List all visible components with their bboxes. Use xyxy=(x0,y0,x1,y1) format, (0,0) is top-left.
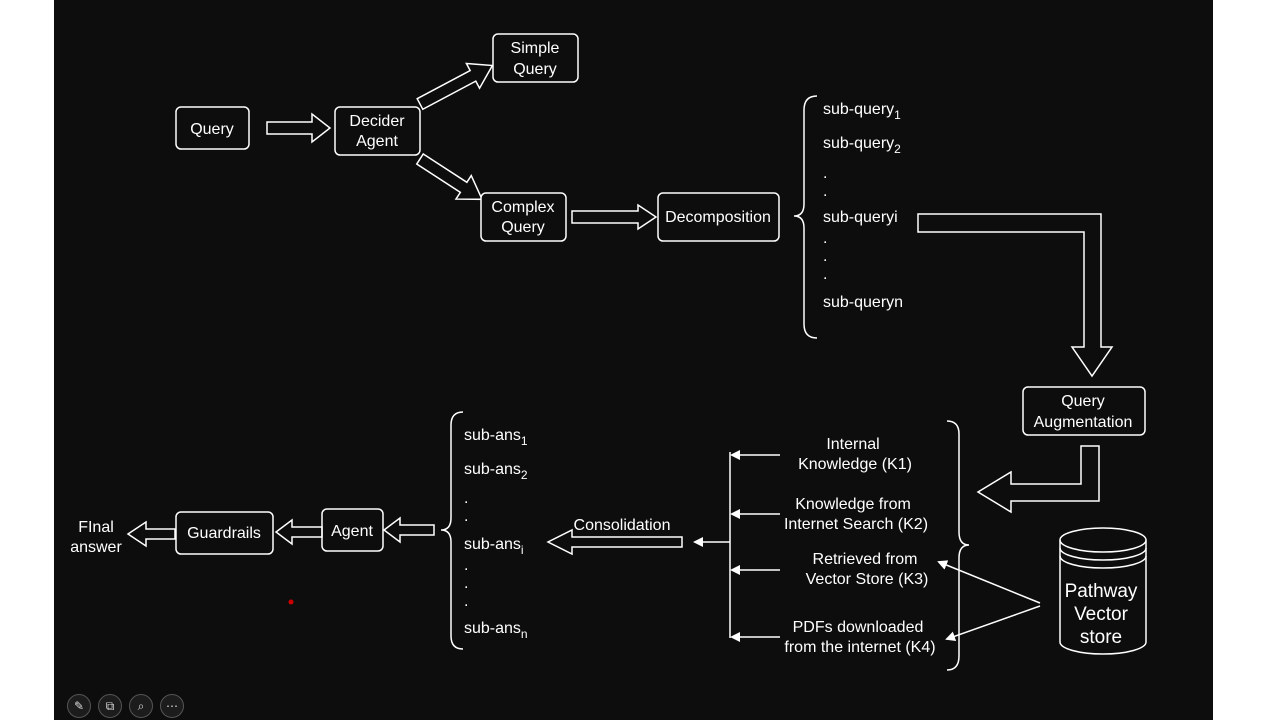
slides-icon[interactable]: ⧉ xyxy=(98,694,122,718)
knowledge-sources: Internal Knowledge (K1) Knowledge from I… xyxy=(784,436,936,656)
svg-text:Guardrails: Guardrails xyxy=(187,525,261,542)
svg-text:Decider: Decider xyxy=(349,113,405,130)
k3-label: Retrieved from xyxy=(813,551,918,568)
svg-text:sub-queryn: sub-queryn xyxy=(823,294,903,311)
svg-text:.: . xyxy=(464,593,468,610)
svg-text:FInal: FInal xyxy=(78,519,114,536)
svg-text:.: . xyxy=(823,183,827,200)
svg-text:Simple: Simple xyxy=(511,40,560,57)
pipeline-diagram: Query Decider Agent Simple Query Complex… xyxy=(70,33,1147,671)
svg-text:.: . xyxy=(464,490,468,507)
more-icon[interactable]: ⋯ xyxy=(160,694,184,718)
query-label: Query xyxy=(190,121,234,138)
svg-text:Query: Query xyxy=(501,219,545,236)
knowledge-brace xyxy=(946,420,970,671)
arrow-subquery-to-augmentation xyxy=(917,213,1114,378)
svg-text:Vector Store (K3): Vector Store (K3) xyxy=(806,571,929,588)
svg-text:.: . xyxy=(823,248,827,265)
svg-text:Query: Query xyxy=(1061,393,1105,410)
k2-label: Knowledge from xyxy=(795,496,911,513)
svg-text:sub-query1: sub-query1 xyxy=(823,101,901,122)
zoom-icon[interactable]: ⌕ xyxy=(129,694,153,718)
svg-text:sub-ansn: sub-ansn xyxy=(464,620,528,641)
agent-node: Agent xyxy=(321,508,384,552)
svg-text:.: . xyxy=(464,575,468,592)
svg-text:.: . xyxy=(823,230,827,247)
arrow-consolidation xyxy=(546,528,683,556)
svg-text:sub-queryi: sub-queryi xyxy=(823,209,898,226)
svg-text:sub-ansi: sub-ansi xyxy=(464,536,524,557)
svg-text:Agent: Agent xyxy=(331,523,373,540)
arrow-store-to-k4 xyxy=(945,605,1041,642)
slide: Query Decider Agent Simple Query Complex… xyxy=(54,0,1213,720)
laser-pointer-cursor xyxy=(288,599,294,605)
decomposition-node: Decomposition xyxy=(657,192,780,242)
decider-agent-node: Decider Agent xyxy=(334,106,421,156)
svg-text:Pathway: Pathway xyxy=(1065,581,1138,602)
svg-text:Query: Query xyxy=(513,61,557,78)
svg-text:from the internet (K4): from the internet (K4) xyxy=(784,639,935,656)
svg-text:store: store xyxy=(1080,627,1122,648)
svg-text:Internet Search (K2): Internet Search (K2) xyxy=(784,516,928,533)
svg-text:.: . xyxy=(464,557,468,574)
svg-text:.: . xyxy=(823,165,827,182)
svg-text:sub-ans2: sub-ans2 xyxy=(464,461,528,482)
svg-text:Augmentation: Augmentation xyxy=(1034,414,1133,431)
pen-icon[interactable]: ✎ xyxy=(67,694,91,718)
query-node: Query xyxy=(175,106,250,150)
subquery-list: sub-query1 sub-query2 . . sub-queryi . .… xyxy=(823,101,903,311)
svg-text:Vector: Vector xyxy=(1074,604,1129,625)
svg-text:answer: answer xyxy=(70,539,122,556)
arrow-decider-to-simple xyxy=(416,62,494,111)
svg-text:.: . xyxy=(823,266,827,283)
guardrails-node: Guardrails xyxy=(175,511,274,555)
arrow-agent-to-guardrails xyxy=(274,518,323,546)
complex-query-node: Complex Query xyxy=(480,192,567,242)
arrow-subans-to-agent xyxy=(382,516,435,544)
svg-text:.: . xyxy=(464,508,468,525)
svg-text:Knowledge (K1): Knowledge (K1) xyxy=(798,456,912,473)
svg-text:Decomposition: Decomposition xyxy=(665,209,771,226)
arrow-augmentation-to-knowledge xyxy=(976,445,1100,514)
svg-text:sub-query2: sub-query2 xyxy=(823,135,901,156)
k4-label: PDFs downloaded xyxy=(793,619,924,636)
subanswer-list: sub-ans1 sub-ans2 . . sub-ansi . . . sub… xyxy=(464,427,528,641)
svg-text:Agent: Agent xyxy=(356,133,398,150)
knowledge-arrows xyxy=(693,450,780,642)
arrow-store-to-k3 xyxy=(937,560,1041,604)
subquery-brace xyxy=(793,95,818,339)
arrow-query-to-decider xyxy=(266,112,332,144)
consolidation-label: Consolidation xyxy=(574,517,671,534)
arrow-complex-to-decomposition xyxy=(571,203,658,231)
query-augmentation-node: Query Augmentation xyxy=(1022,386,1146,436)
pathway-vector-store: Pathway Vector store xyxy=(1059,527,1147,655)
k1-label: Internal xyxy=(826,436,879,453)
final-answer-label: FInal answer xyxy=(70,519,122,556)
arrow-decider-to-complex xyxy=(415,152,484,201)
arrow-guardrails-to-final xyxy=(126,520,176,548)
svg-text:Complex: Complex xyxy=(491,199,554,216)
subanswer-brace xyxy=(440,411,464,650)
svg-text:sub-ans1: sub-ans1 xyxy=(464,427,528,448)
simple-query-node: Simple Query xyxy=(492,33,579,83)
